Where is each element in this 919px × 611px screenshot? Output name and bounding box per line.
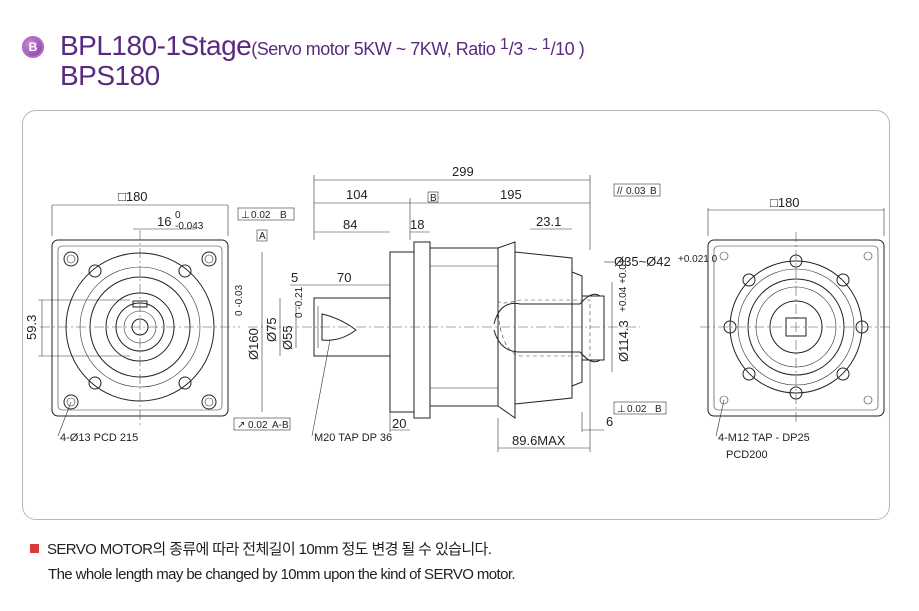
rear-taps-label: 4-M12 TAP - DP25 <box>718 432 810 444</box>
dia-160-label: Ø160 <box>246 328 261 360</box>
datum-a-tag: A <box>259 231 266 242</box>
gdt-runout-ref: A-B <box>272 420 289 431</box>
dia-114-tol: +0.04 +0.01 <box>618 258 629 312</box>
len-84-label: 84 <box>343 217 357 232</box>
gdt-runout-value: 0.02 <box>248 420 268 431</box>
len-23-1-label: 23.1 <box>536 214 561 229</box>
svg-text:⊥: ⊥ <box>617 404 626 415</box>
datum-b-tag: B <box>430 193 437 204</box>
ratio-sep: ~ <box>522 39 542 59</box>
dia-55-label: Ø55 <box>280 325 295 350</box>
note-english: The whole length may be changed by 10mm … <box>48 566 516 583</box>
len-70-label: 70 <box>337 270 351 285</box>
overall-length-label: 299 <box>452 164 474 179</box>
svg-text:↗: ↗ <box>237 420 245 431</box>
len-89-6-label: 89.6MAX <box>512 433 566 448</box>
gdt-perp-top-value: 0.02 <box>251 210 271 221</box>
note-korean: SERVO MOTOR의 종류에 따라 전체길이 10mm 정도 변경 될 수 … <box>30 538 492 559</box>
series-badge-icon: B <box>22 36 44 58</box>
len-104-label: 104 <box>346 187 368 202</box>
ratio-a-den: /3 <box>508 39 524 59</box>
drawing-frame <box>22 110 890 520</box>
model-title: BPL180-1Stage <box>60 30 252 61</box>
rear-view: □180 4-M12 TAP - DP25 PCD200 <box>700 195 892 461</box>
rear-square-label: □180 <box>770 195 800 210</box>
front-height-label: 59.3 <box>24 315 39 340</box>
subtitle-suffix: ) <box>574 39 585 59</box>
subtitle-prefix: (Servo motor 5KW ~ 7KW, Ratio <box>251 39 500 59</box>
front-holes-label: 4-Ø13 PCD 215 <box>60 432 138 444</box>
model-title-2: BPS180 <box>60 60 160 91</box>
dia-35-42-tol: +0.021 0 <box>678 254 718 265</box>
front-bolt-holes <box>63 251 217 410</box>
gdt-parallel-ref: B <box>650 186 657 197</box>
dia-35-42-label: Ø35~Ø42 <box>614 254 671 269</box>
dia-114-label: Ø114.3 <box>616 320 631 362</box>
gdt-parallel-value: 0.03 <box>626 186 646 197</box>
gdt-perp-top-ref: B <box>280 210 287 221</box>
front-square-label: □180 <box>118 189 148 204</box>
gdt-perp-bottom-ref: B <box>655 404 662 415</box>
dia-55-tol: 0 -0.21 <box>294 286 305 318</box>
note-bullet-icon <box>30 544 39 553</box>
front-keyway-tol-bot: -0.043 <box>175 221 204 232</box>
len-5-label: 5 <box>291 270 298 285</box>
dia-75-label: Ø75 <box>264 317 279 342</box>
title-line-1: BPL180-1Stage(Servo motor 5KW ~ 7KW, Rat… <box>60 30 585 62</box>
gdt-perp-bottom-value: 0.02 <box>627 404 647 415</box>
ratio-a-num: 1 <box>499 36 509 53</box>
len-195-label: 195 <box>500 187 522 202</box>
svg-text:⊥: ⊥ <box>241 210 250 221</box>
svg-text://: // <box>617 186 623 197</box>
front-view: □180 16 0 -0.043 59.3 4-Ø13 PCD 215 <box>24 189 240 444</box>
len-6-label: 6 <box>606 414 613 429</box>
len-20-label: 20 <box>392 416 406 431</box>
len-18-label: 18 <box>410 217 424 232</box>
front-keyway-label: 16 <box>157 214 171 229</box>
side-view: 299 104 195 B 84 18 23.1 5 70 Ø160 0 -0.… <box>233 164 718 452</box>
note-korean-text: SERVO MOTOR의 종류에 따라 전체길이 10mm 정도 변경 될 수 … <box>47 541 492 558</box>
ratio-b-num: 1 <box>541 36 551 53</box>
front-keyway-tol-top: 0 <box>175 210 181 221</box>
ratio-b-den: /10 <box>550 39 575 59</box>
dia-160-tol: 0 -0.03 <box>234 284 245 316</box>
rear-pcd-label: PCD200 <box>726 449 768 461</box>
tap-m20-label: M20 TAP DP 36 <box>314 432 392 444</box>
